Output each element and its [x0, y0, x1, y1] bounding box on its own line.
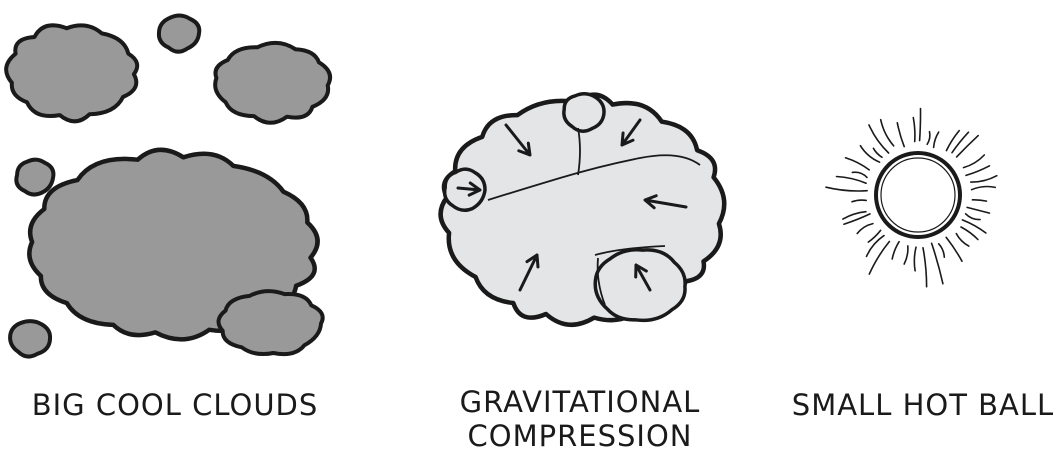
caption-big-cool-clouds: BIG COOL CLOUDS [30, 388, 320, 422]
heat-ray-line [964, 155, 985, 168]
big-cool-clouds-illustration [6, 15, 330, 356]
heat-ray-line [857, 224, 873, 234]
heat-ray-line [934, 132, 939, 147]
caption-line: SMALL HOT BALL [788, 388, 1058, 422]
heat-ray-line [892, 242, 899, 259]
heat-ray-line [826, 187, 867, 191]
cloud-shape [564, 94, 604, 131]
caption-line: COMPRESSION [440, 419, 720, 453]
cloud-shape [215, 43, 330, 123]
caption-line: BIG COOL CLOUDS [30, 388, 320, 422]
cloud-shape [595, 250, 685, 321]
caption-small-hot-ball: SMALL HOT BALL [788, 388, 1058, 422]
cloud-shape [16, 160, 53, 195]
heat-ray-line [971, 176, 997, 182]
heat-ray-line [846, 158, 870, 170]
heat-ray-line [957, 136, 979, 157]
cloud-shape [219, 291, 323, 354]
heat-ray-line [837, 177, 867, 184]
small-hot-ball-illustration [826, 109, 997, 287]
heat-ray-line [972, 186, 996, 189]
heat-ray-line [939, 244, 945, 257]
heat-ray-line [852, 172, 867, 177]
heat-ray-line [852, 200, 866, 202]
gravitational-compression-illustration [441, 94, 725, 325]
caption-line: GRAVITATIONAL [440, 385, 720, 419]
heat-ray-line [952, 132, 969, 153]
heat-ray-line [946, 237, 962, 261]
heat-ray-line [920, 109, 921, 141]
heat-ray-line [956, 234, 969, 247]
heat-ray-line [967, 207, 989, 213]
heat-ray-line [913, 118, 915, 142]
heat-ray-line [881, 120, 894, 146]
heat-ray-line [961, 227, 978, 240]
heat-ray-line [972, 200, 986, 201]
heat-ray-line [966, 166, 990, 176]
heat-ray-line [932, 243, 943, 283]
heat-ray-line [966, 214, 981, 220]
hot-ball-circle [876, 153, 960, 237]
heat-ray-line [962, 220, 986, 233]
heat-ray-line [897, 123, 904, 147]
cloud-shape [10, 321, 50, 356]
heat-ray-line [923, 248, 927, 287]
heat-ray-line [914, 247, 916, 271]
heat-ray-line [946, 131, 959, 151]
heat-ray-line [927, 132, 930, 145]
heat-ray-line [869, 125, 889, 153]
heat-ray-line [904, 246, 908, 264]
cloud-shape [6, 25, 137, 121]
caption-gravitational-compression: GRAVITATIONAL COMPRESSION [440, 385, 720, 453]
cloud-shape [159, 15, 199, 51]
heat-ray-line [844, 214, 870, 224]
heat-ray-line [873, 148, 882, 157]
